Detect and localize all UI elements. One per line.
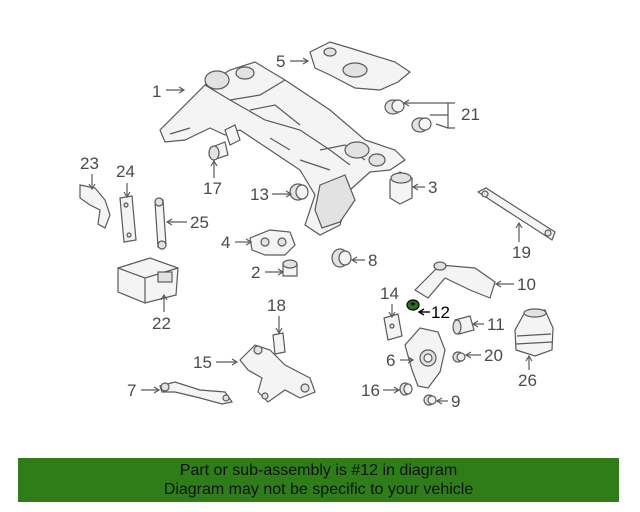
part-25-link bbox=[154, 197, 167, 250]
part-17-bushing bbox=[208, 141, 229, 161]
label-12: 12 bbox=[431, 303, 450, 322]
label-7: 7 bbox=[127, 381, 136, 400]
label-5: 5 bbox=[276, 52, 285, 71]
label-22: 22 bbox=[152, 314, 171, 333]
part-19-bar bbox=[476, 187, 556, 241]
banner-line-1: Part or sub-assembly is #12 in diagram bbox=[179, 462, 458, 479]
part-2-bushing bbox=[282, 259, 298, 277]
part-14-bracket bbox=[383, 313, 403, 341]
part-22-module bbox=[117, 257, 179, 304]
label-13: 13 bbox=[250, 185, 269, 204]
part-23-bracket bbox=[79, 184, 111, 229]
part-26-boot bbox=[514, 308, 554, 357]
label-14: 14 bbox=[380, 284, 399, 303]
label-6: 6 bbox=[386, 351, 395, 370]
part-11-bushing bbox=[452, 315, 475, 335]
label-15: 15 bbox=[193, 353, 212, 372]
part-8-bushing bbox=[331, 248, 352, 268]
label-2: 2 bbox=[251, 263, 260, 282]
label-9: 9 bbox=[451, 392, 460, 411]
part-5-mount-plate bbox=[309, 41, 412, 91]
part-6-knuckle bbox=[404, 327, 446, 389]
part-18-bushing bbox=[272, 332, 286, 355]
label-19: 19 bbox=[512, 243, 531, 262]
label-24: 24 bbox=[116, 162, 135, 181]
label-23: 23 bbox=[80, 154, 99, 173]
part-9-washer bbox=[423, 394, 437, 406]
label-18: 18 bbox=[267, 296, 286, 315]
part-10-control-arm bbox=[414, 261, 496, 299]
label-10: 10 bbox=[517, 275, 536, 294]
banner-line-2: Diagram may not be specific to your vehi… bbox=[163, 481, 474, 498]
label-1: 1 bbox=[152, 82, 161, 101]
label-17: 17 bbox=[203, 179, 222, 198]
label-3: 3 bbox=[428, 178, 437, 197]
part-15-arm bbox=[239, 344, 316, 403]
label-8: 8 bbox=[368, 251, 377, 270]
label-11: 11 bbox=[487, 315, 505, 334]
label-26: 26 bbox=[518, 371, 537, 390]
part-12-highlighted bbox=[406, 299, 420, 311]
part-7-link bbox=[159, 381, 234, 405]
part-20-bushing bbox=[452, 351, 466, 363]
label-21: 21 bbox=[461, 105, 480, 124]
part-1-subframe bbox=[159, 61, 406, 236]
label-25: 25 bbox=[190, 213, 209, 232]
info-banner: Part or sub-assembly is #12 in diagram D… bbox=[18, 458, 619, 502]
part-16-bushing bbox=[399, 382, 413, 396]
part-24-bracket bbox=[119, 195, 137, 243]
part-13-bushing bbox=[289, 183, 309, 201]
label-4: 4 bbox=[221, 233, 230, 252]
part-3-mount bbox=[389, 171, 413, 205]
part-21-bushings bbox=[384, 99, 432, 133]
label-20: 20 bbox=[484, 346, 503, 365]
part-4-bracket bbox=[249, 229, 296, 256]
label-16: 16 bbox=[361, 381, 380, 400]
parts-diagram: 1 5 21 3 13 17 23 bbox=[79, 41, 556, 411]
